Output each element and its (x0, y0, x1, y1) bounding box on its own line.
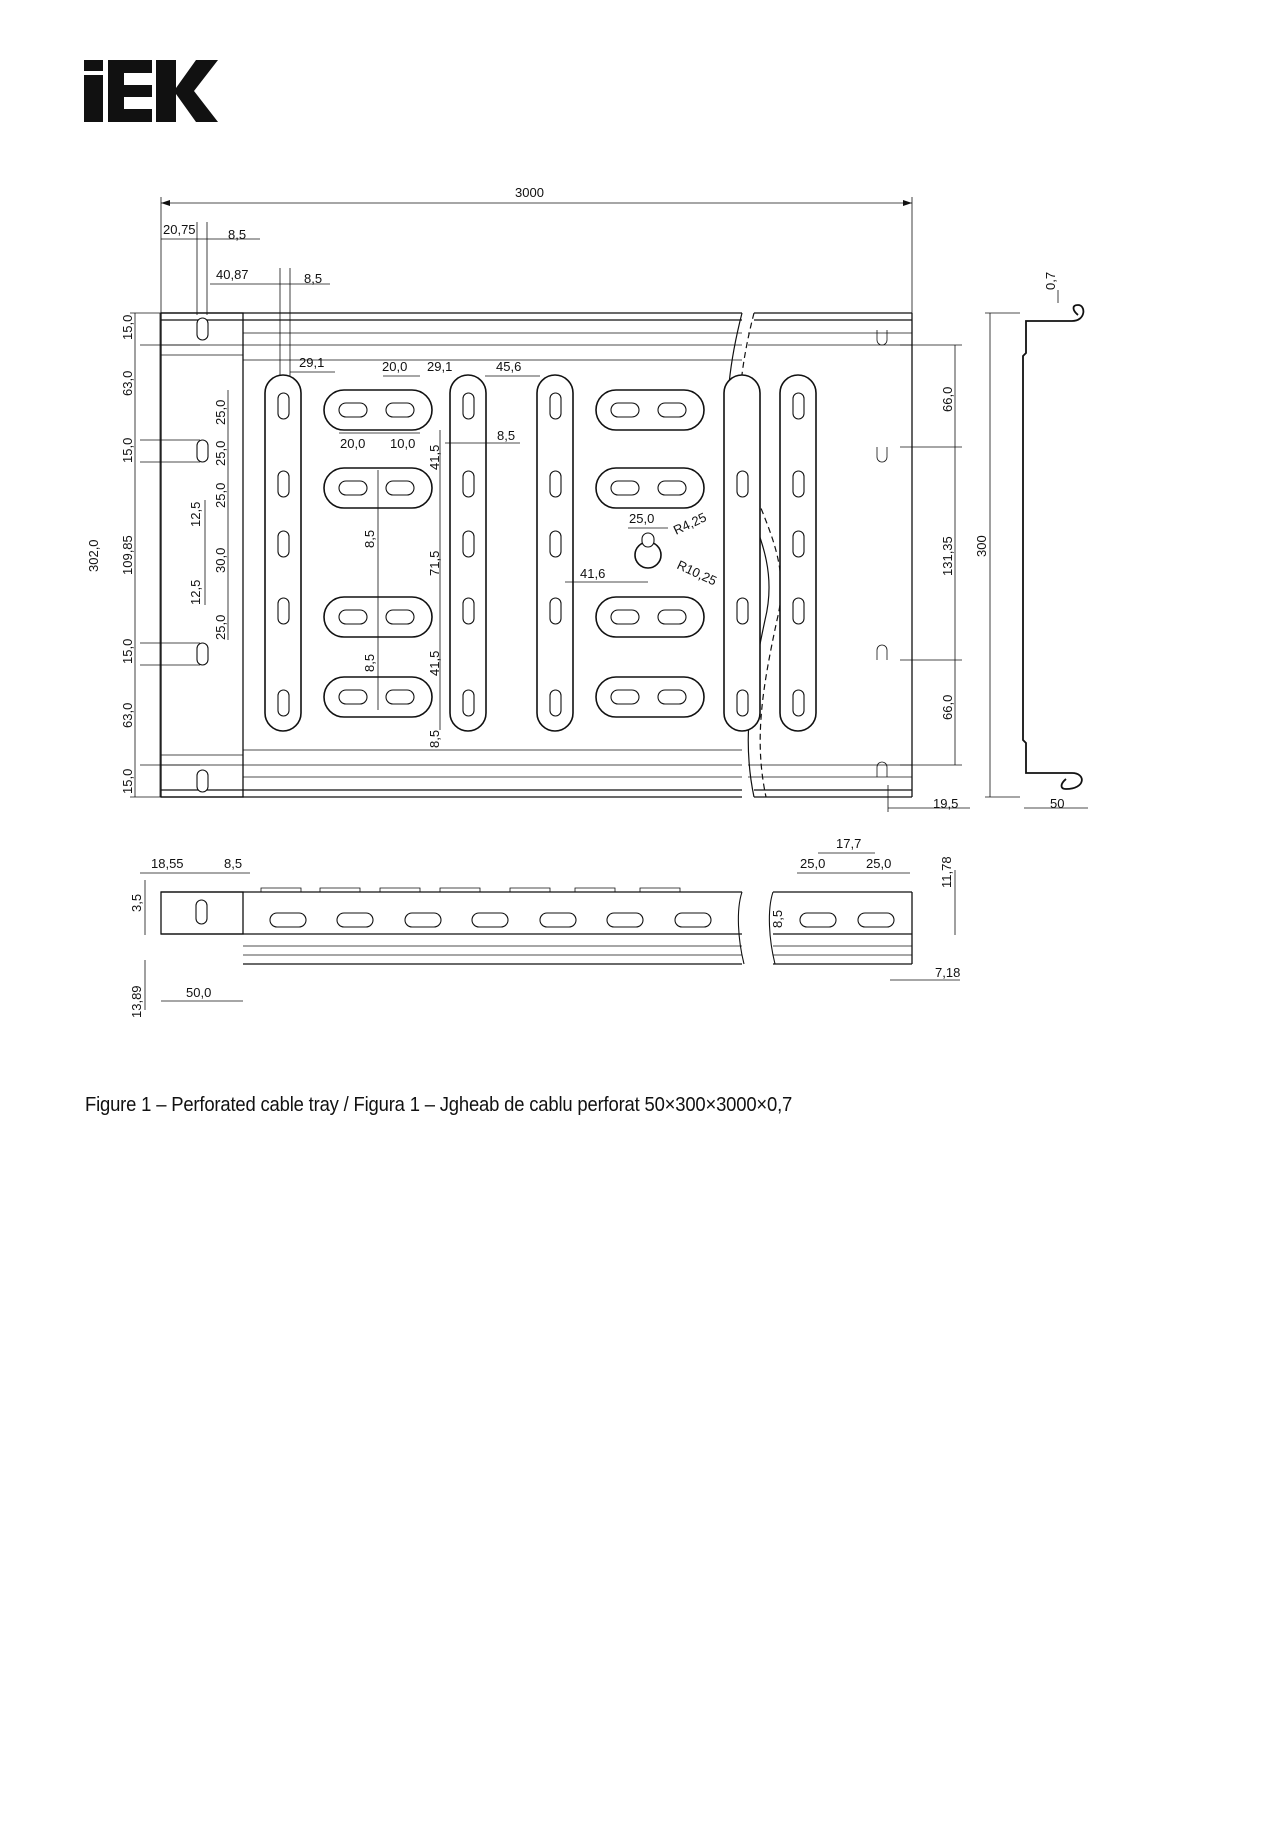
iek-logo (84, 60, 218, 122)
dim-17-7: 17,7 (836, 836, 861, 851)
dim-20-0-b: 20,0 (340, 436, 365, 451)
dim-45-6: 45,6 (496, 359, 521, 374)
dim-11-78: 11,78 (939, 856, 954, 888)
dim-r4-25: R4,25 (671, 509, 709, 537)
dim-left-1: 15,0 (120, 315, 135, 340)
dim-inner-7: 25,0 (213, 615, 228, 640)
dim-mid-5: 8,5 (362, 654, 377, 672)
dim-0-7: 0,7 (1043, 272, 1058, 290)
dim-inner-5: 30,0 (213, 548, 228, 573)
dim-r10-25: R10,25 (675, 557, 719, 588)
dim-8-5-b: 8,5 (304, 271, 322, 286)
dim-18-55: 18,55 (151, 856, 184, 871)
dim-3-5: 3,5 (129, 894, 144, 912)
dim-left-3: 15,0 (120, 438, 135, 463)
dim-29-1-a: 29,1 (299, 355, 324, 370)
dim-8-5-d: 8,5 (224, 856, 242, 871)
dim-8-5-c: 8,5 (497, 428, 515, 443)
dim-mid-3: 71,5 (427, 551, 442, 576)
dim-8-5-e: 8,5 (770, 910, 785, 928)
bottom-slots (269, 912, 895, 928)
dim-mid-6: 8,5 (427, 730, 442, 748)
dim-mid-1: 41,5 (427, 445, 442, 470)
dim-20-75: 20,75 (163, 222, 196, 237)
cable-tray-drawing: 3000 20,75 8,5 40,87 8,5 (86, 185, 1088, 1018)
dim-left-6: 63,0 (120, 703, 135, 728)
dim-50: 50 (1050, 796, 1064, 811)
dim-25-0-b: 25,0 (800, 856, 825, 871)
dim-25-0: 25,0 (629, 511, 654, 526)
dim-302: 302,0 (86, 539, 101, 572)
side-profile: 0,7 50 (985, 272, 1088, 811)
dim-left-2: 63,0 (120, 371, 135, 396)
top-view: 3000 20,75 8,5 40,87 8,5 (86, 185, 991, 812)
dim-20-0-a: 20,0 (382, 359, 407, 374)
small-holes (277, 392, 805, 717)
dim-inner-4: 12,5 (188, 502, 203, 527)
dim-7-18: 7,18 (935, 965, 960, 980)
dim-right-1: 66,0 (940, 387, 955, 412)
dim-right-3: 66,0 (940, 695, 955, 720)
dim-19-5: 19,5 (933, 796, 958, 811)
bottom-view: 18,55 8,5 3,5 13,89 50,0 17,7 25,0 25,0 … (129, 836, 960, 1018)
dim-left-5: 15,0 (120, 639, 135, 664)
dim-25-0-c: 25,0 (866, 856, 891, 871)
dim-300: 300 (974, 535, 989, 557)
figure-caption: Figure 1 – Perforated cable tray / Figur… (85, 1093, 793, 1116)
dim-left-7: 15,0 (120, 769, 135, 794)
dim-right-2: 131,35 (940, 536, 955, 576)
dim-40-87: 40,87 (216, 267, 249, 282)
dim-inner-3: 25,0 (213, 483, 228, 508)
dim-inner-1: 25,0 (213, 400, 228, 425)
dim-mid-4: 41,5 (427, 651, 442, 676)
dim-inner-6: 12,5 (188, 580, 203, 605)
dim-inner-2: 25,0 (213, 441, 228, 466)
horizontal-slots (323, 389, 705, 718)
dim-mid-2: 8,5 (362, 530, 377, 548)
dim-length: 3000 (515, 185, 544, 200)
dim-left-4: 109,85 (120, 535, 135, 575)
dim-10-0: 10,0 (390, 436, 415, 451)
dim-8-5-a: 8,5 (228, 227, 246, 242)
dim-50-0: 50,0 (186, 985, 211, 1000)
dim-41-6: 41,6 (580, 566, 605, 581)
dim-29-1-b: 29,1 (427, 359, 452, 374)
dim-13-89: 13,89 (129, 985, 144, 1018)
